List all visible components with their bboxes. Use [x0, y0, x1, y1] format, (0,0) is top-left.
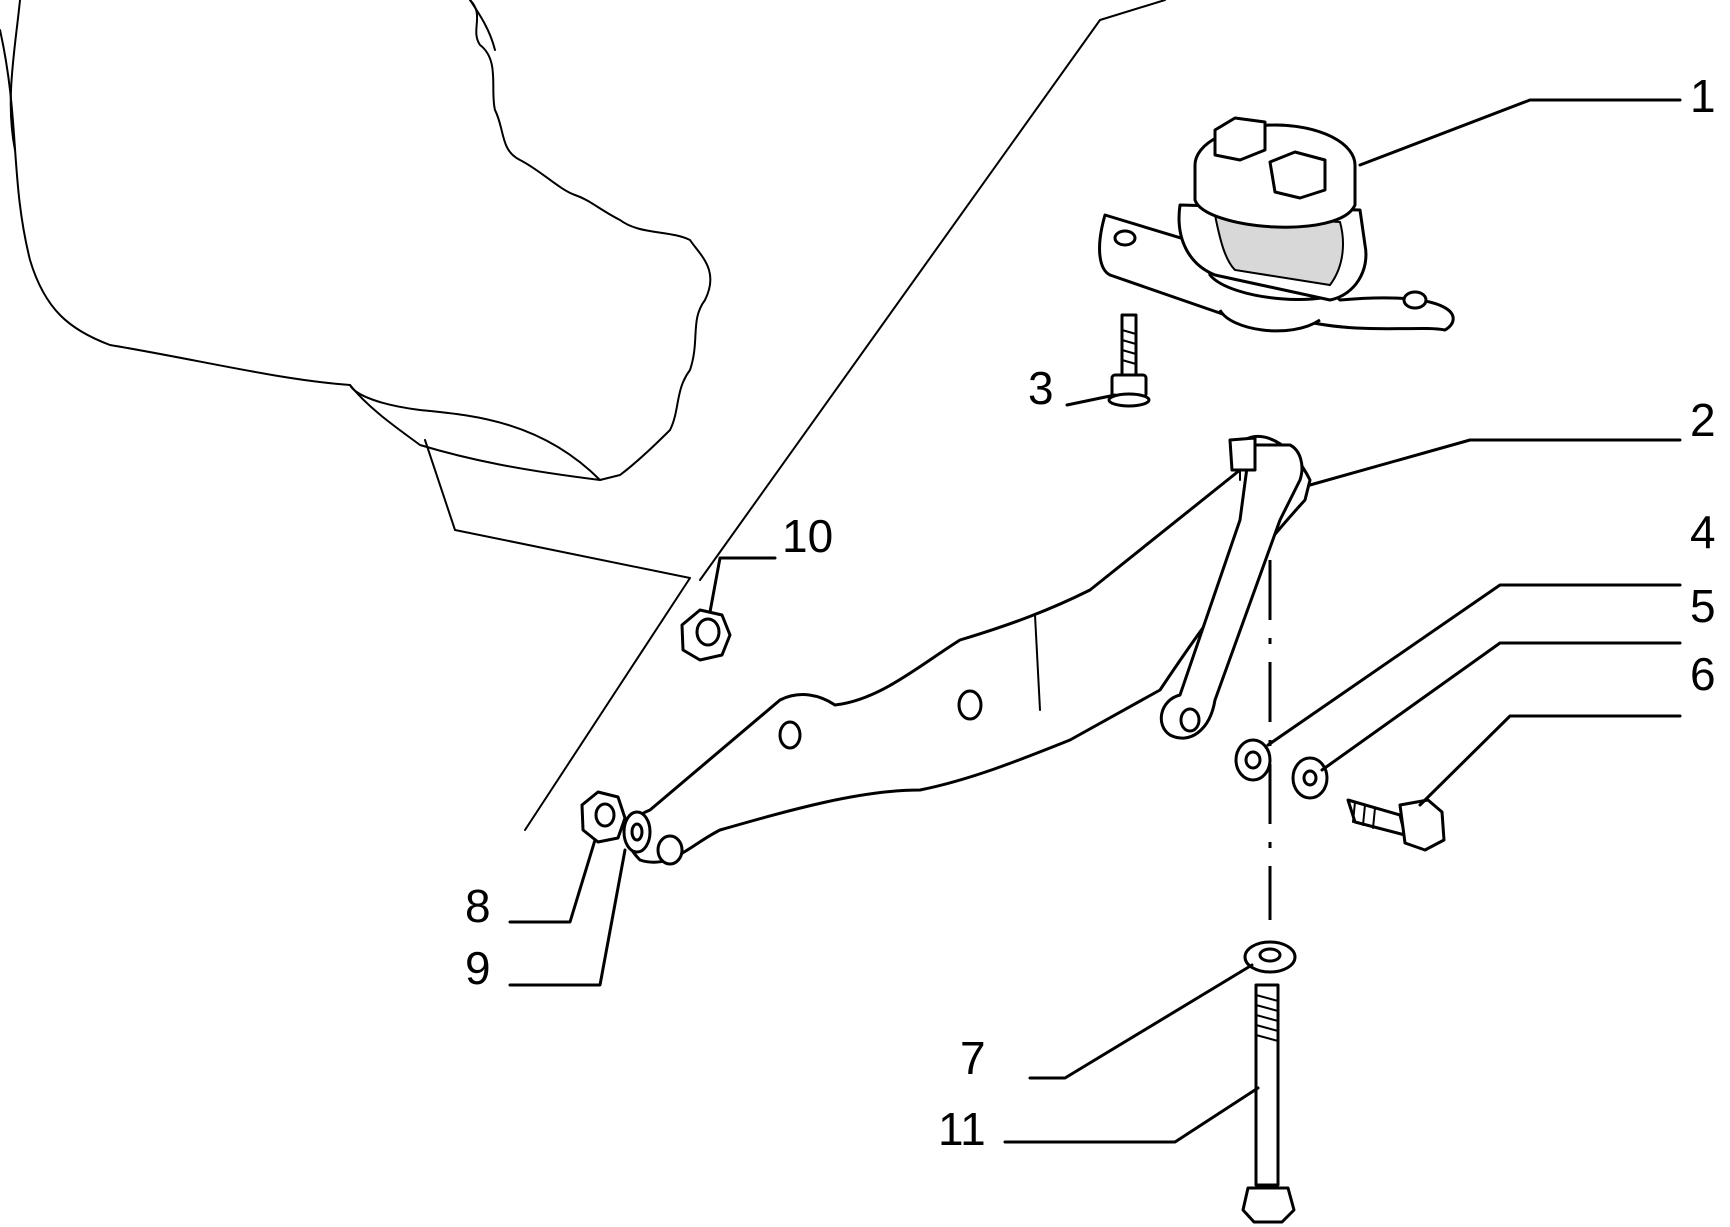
- flat-washer-part-5: [1291, 756, 1329, 800]
- leader-1: [1358, 98, 1682, 167]
- callout-5: 5: [1690, 580, 1716, 632]
- callout-1: 1: [1690, 70, 1716, 122]
- callout-8: 8: [465, 880, 491, 932]
- leader-4: [1266, 583, 1682, 747]
- leader-5: [1320, 641, 1682, 772]
- callout-6: 6: [1690, 648, 1716, 700]
- hex-nut-part-10: [680, 608, 732, 662]
- leader-3: [1065, 393, 1117, 407]
- leader-10: [708, 556, 777, 614]
- long-bolt-part-11: [1241, 983, 1296, 1224]
- leader-8: [508, 838, 597, 924]
- callout-11: 11: [938, 1103, 986, 1155]
- nut-part-8: [580, 790, 627, 844]
- leader-6: [1418, 714, 1682, 807]
- leader-9: [508, 848, 627, 987]
- engine-mount-part-1: [1098, 116, 1455, 333]
- leader-2: [1308, 438, 1682, 487]
- lock-washer-part-4: [1234, 738, 1272, 782]
- callout-4: 4: [1690, 506, 1716, 558]
- bolt-part-3: [1107, 313, 1151, 408]
- callout-10: 10: [782, 510, 833, 562]
- callout-9: 9: [465, 942, 491, 994]
- hex-bolt-part-6: [1346, 798, 1446, 852]
- reference-lines: [424, 0, 1166, 831]
- split-washer-part-7: [1243, 940, 1297, 974]
- callout-2: 2: [1690, 394, 1716, 446]
- engine-housing-outline: [0, 0, 712, 481]
- callout-7: 7: [960, 1032, 986, 1084]
- callout-3: 3: [1028, 362, 1054, 414]
- callout-labels: 1 2 3 4 5 6 7 8 9 10 11: [465, 70, 1716, 1155]
- leader-11: [1003, 1086, 1260, 1144]
- leader-7: [1028, 963, 1254, 1080]
- washer-part-9: [622, 810, 652, 854]
- bracket-arm-part-2: [626, 434, 1312, 866]
- callout-leaders: [508, 98, 1682, 1144]
